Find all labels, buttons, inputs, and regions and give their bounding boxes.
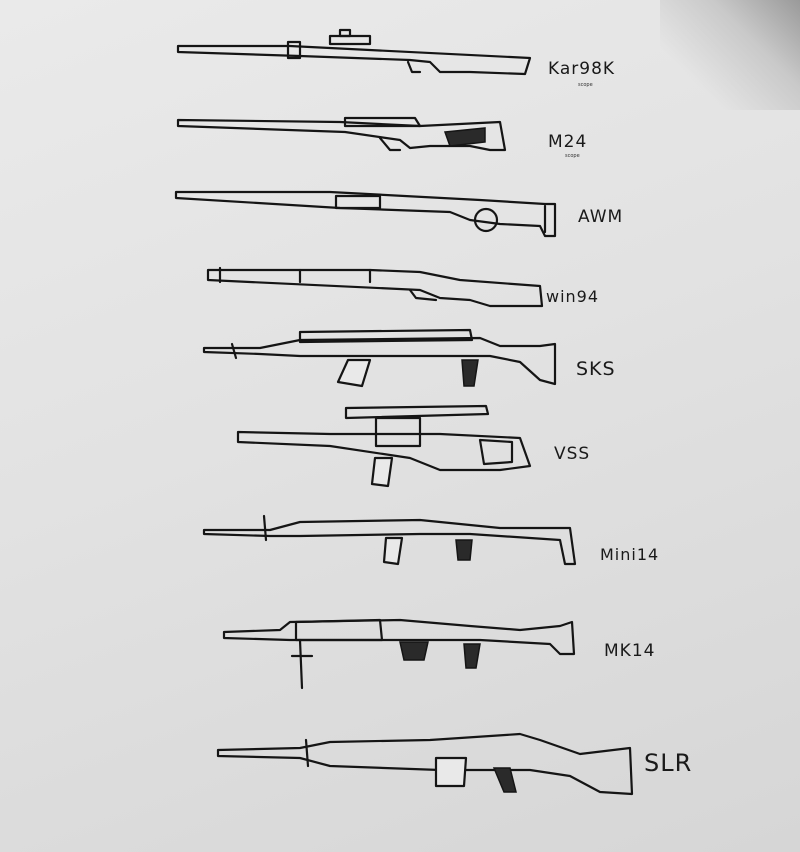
label-mk14: MK14 bbox=[604, 641, 656, 661]
mk14-drawing bbox=[222, 618, 576, 690]
label-slr: SLR bbox=[644, 749, 693, 777]
sublabel-kar98k: scope bbox=[578, 82, 593, 88]
sublabel-m24: scope bbox=[565, 153, 580, 159]
label-vss: VSS bbox=[554, 444, 591, 464]
label-m24: M24 bbox=[548, 132, 588, 152]
label-win94: win94 bbox=[546, 287, 600, 306]
label-kar98k: Kar98K bbox=[548, 59, 616, 79]
mini14-drawing bbox=[202, 514, 577, 566]
vss-drawing bbox=[236, 404, 532, 488]
label-sks: SKS bbox=[576, 358, 616, 380]
awm-drawing bbox=[174, 190, 557, 238]
sks-drawing bbox=[202, 328, 557, 388]
slr-drawing bbox=[216, 732, 634, 796]
label-mini14: Mini14 bbox=[600, 545, 660, 564]
paper-corner-shadow bbox=[660, 0, 800, 110]
kar98k-drawing bbox=[176, 28, 532, 76]
label-awm: AWM bbox=[578, 207, 624, 227]
m24-drawing bbox=[176, 116, 507, 152]
win94-drawing bbox=[206, 266, 544, 308]
